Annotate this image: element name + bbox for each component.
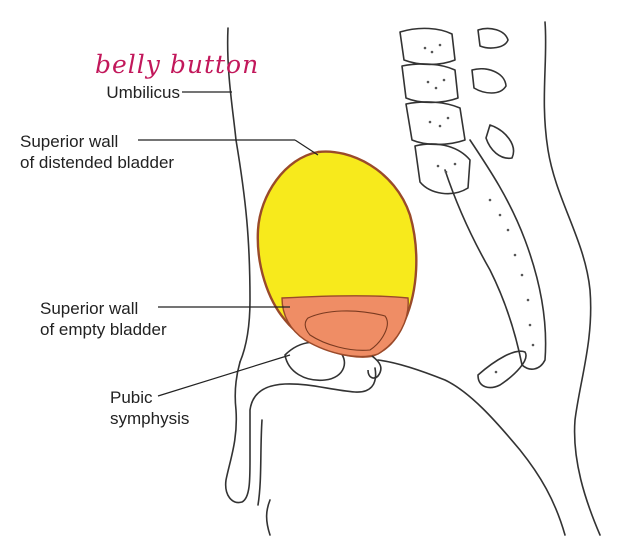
pubic-leader — [157, 354, 291, 397]
vertebra-4 — [414, 143, 471, 195]
scrotum-outline — [257, 419, 263, 506]
urethra — [367, 355, 382, 379]
rectum-outline — [377, 359, 566, 536]
vertebra-2 — [401, 63, 459, 104]
empty-bladder-label: Superior wall of empty bladder — [40, 298, 240, 340]
empty-label-line1: Superior wall — [40, 299, 139, 318]
pubic-label-line2: symphysis — [110, 409, 190, 428]
vertebra-3 — [405, 101, 466, 146]
distended-label-line2: of distended bladder — [20, 153, 175, 172]
empty-bladder — [281, 294, 409, 358]
pubic-label-line1: Pubic — [110, 388, 153, 407]
belly-button-annotation: belly button — [95, 50, 260, 79]
distended-wall-leader-to-bladder — [294, 139, 319, 156]
pubic-symphysis-label: Pubic symphysis — [110, 387, 230, 429]
perineum-line — [265, 499, 271, 536]
empty-bladder-inner-outline — [304, 310, 388, 351]
sacrum-outline — [444, 139, 547, 370]
external-genitalia — [224, 361, 377, 504]
bone-texture — [423, 43, 535, 374]
posterior-body-wall — [543, 21, 601, 536]
distended-label-line1: Superior wall — [20, 132, 119, 151]
distended-bladder-label: Superior wall of distended bladder — [20, 131, 240, 173]
anterior-abdominal-wall — [226, 27, 251, 363]
spinous-process-3 — [485, 124, 515, 160]
coccyx — [477, 350, 527, 389]
umbilicus-label: Umbilicus — [106, 83, 180, 102]
vertebra-1 — [399, 27, 456, 66]
empty-label-line2: of empty bladder — [40, 320, 167, 339]
spinous-process-1 — [477, 27, 509, 49]
spinous-process-2 — [471, 68, 507, 94]
